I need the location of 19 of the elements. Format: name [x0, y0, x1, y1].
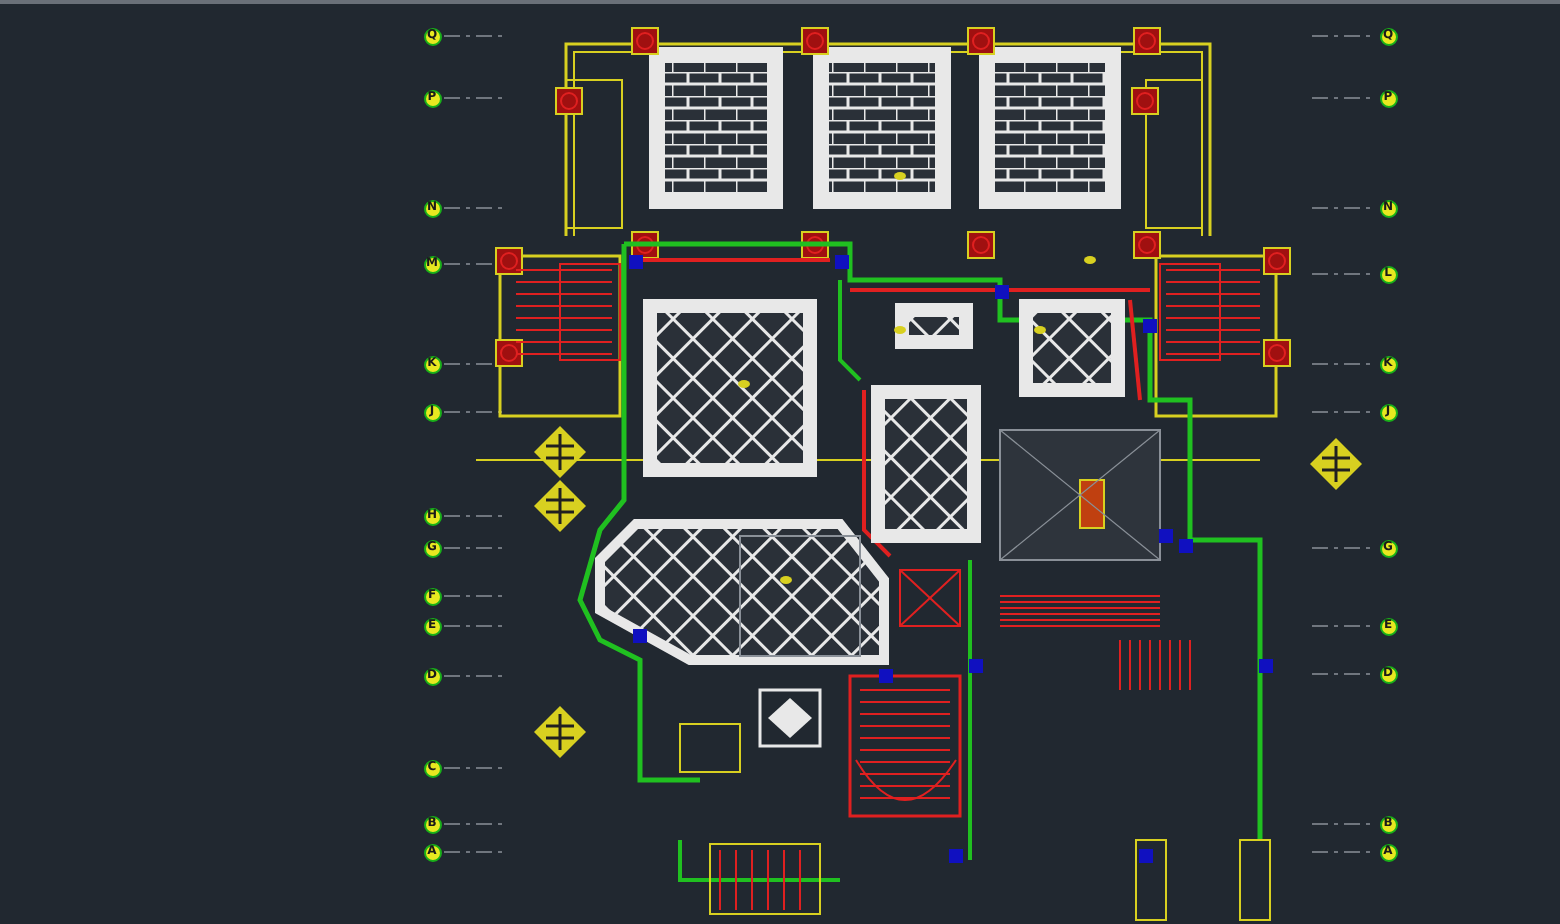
grid-bubble — [423, 89, 441, 107]
grid-bubble — [423, 667, 441, 685]
grid-bubble — [1379, 539, 1397, 557]
grid-bubble — [423, 815, 441, 833]
grid-bubble — [423, 539, 441, 557]
grid-bubble — [1379, 265, 1397, 283]
grid-bubble — [1379, 355, 1397, 373]
grid-bubble — [423, 759, 441, 777]
grid-bubble — [1379, 617, 1397, 635]
grid-bubble — [423, 355, 441, 373]
grid-bubble — [1379, 815, 1397, 833]
grid-bubble — [1379, 403, 1397, 421]
grid-bubble — [423, 617, 441, 635]
grid-bubble — [423, 403, 441, 421]
grid-bubble — [1379, 665, 1397, 683]
grid-bubble — [1379, 89, 1397, 107]
grid-bubble — [1379, 843, 1397, 861]
grid-bubble — [423, 843, 441, 861]
grid-bubble — [423, 587, 441, 605]
